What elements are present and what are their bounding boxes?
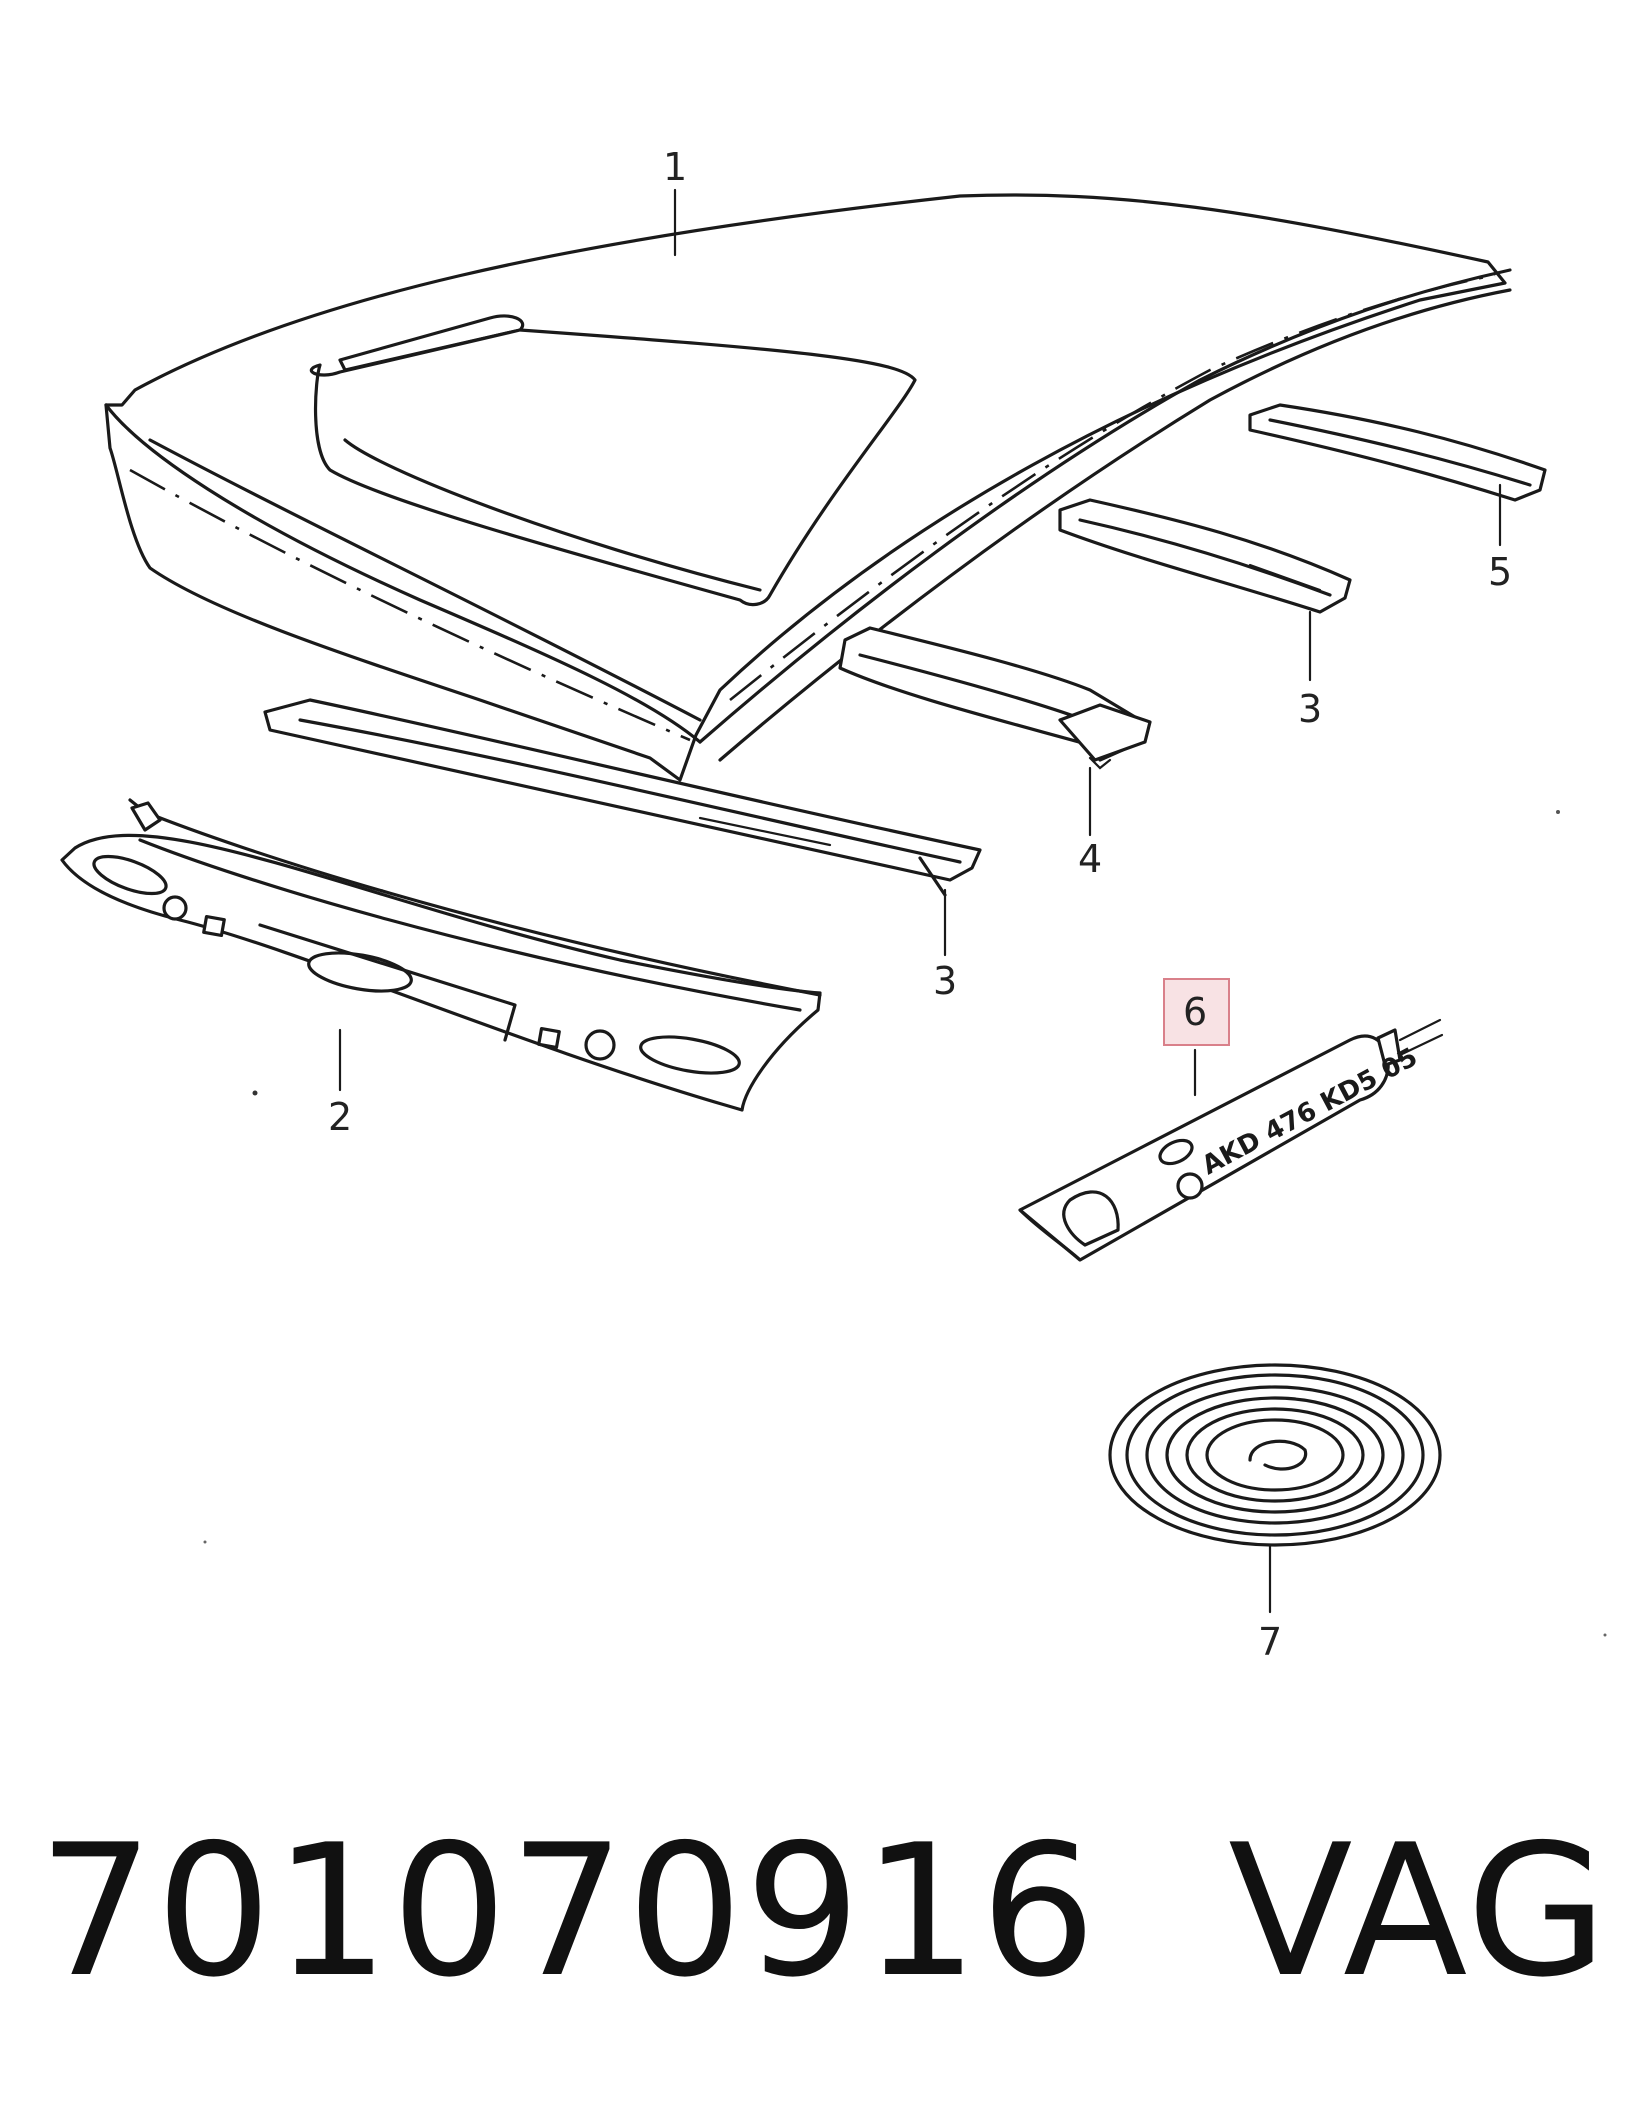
callout-4: 4	[1078, 837, 1102, 881]
callout-3-lower: 3	[933, 959, 957, 1003]
roof-bow-rear	[1248, 403, 1547, 502]
callout-7: 7	[1258, 1620, 1282, 1664]
brand-name: VAG	[1228, 1805, 1610, 2017]
callout-2: 2	[328, 1095, 352, 1139]
callout-6: 6	[1183, 990, 1207, 1034]
callout-1: 1	[663, 145, 687, 189]
front-cross-member	[60, 798, 822, 1112]
roof-bow-lower	[263, 698, 982, 897]
roof-bow-middle	[838, 626, 1152, 770]
roof-panel	[104, 193, 1512, 782]
adhesive-tube: AKD 476 KD5 05	[1018, 1018, 1444, 1262]
callout-6-highlight	[1163, 978, 1230, 1046]
roof-parts-diagram: AKD 476 KD5 05 1 2 3 3 4 5 6 7	[60, 145, 1607, 1664]
roof-bow-upper	[1058, 498, 1352, 614]
callout-3-upper: 3	[1298, 687, 1322, 731]
part-number: 701070916	[38, 1805, 1099, 2017]
leader-lines	[338, 188, 1502, 1614]
callout-5: 5	[1488, 550, 1512, 594]
sealing-coil	[1108, 1363, 1442, 1547]
